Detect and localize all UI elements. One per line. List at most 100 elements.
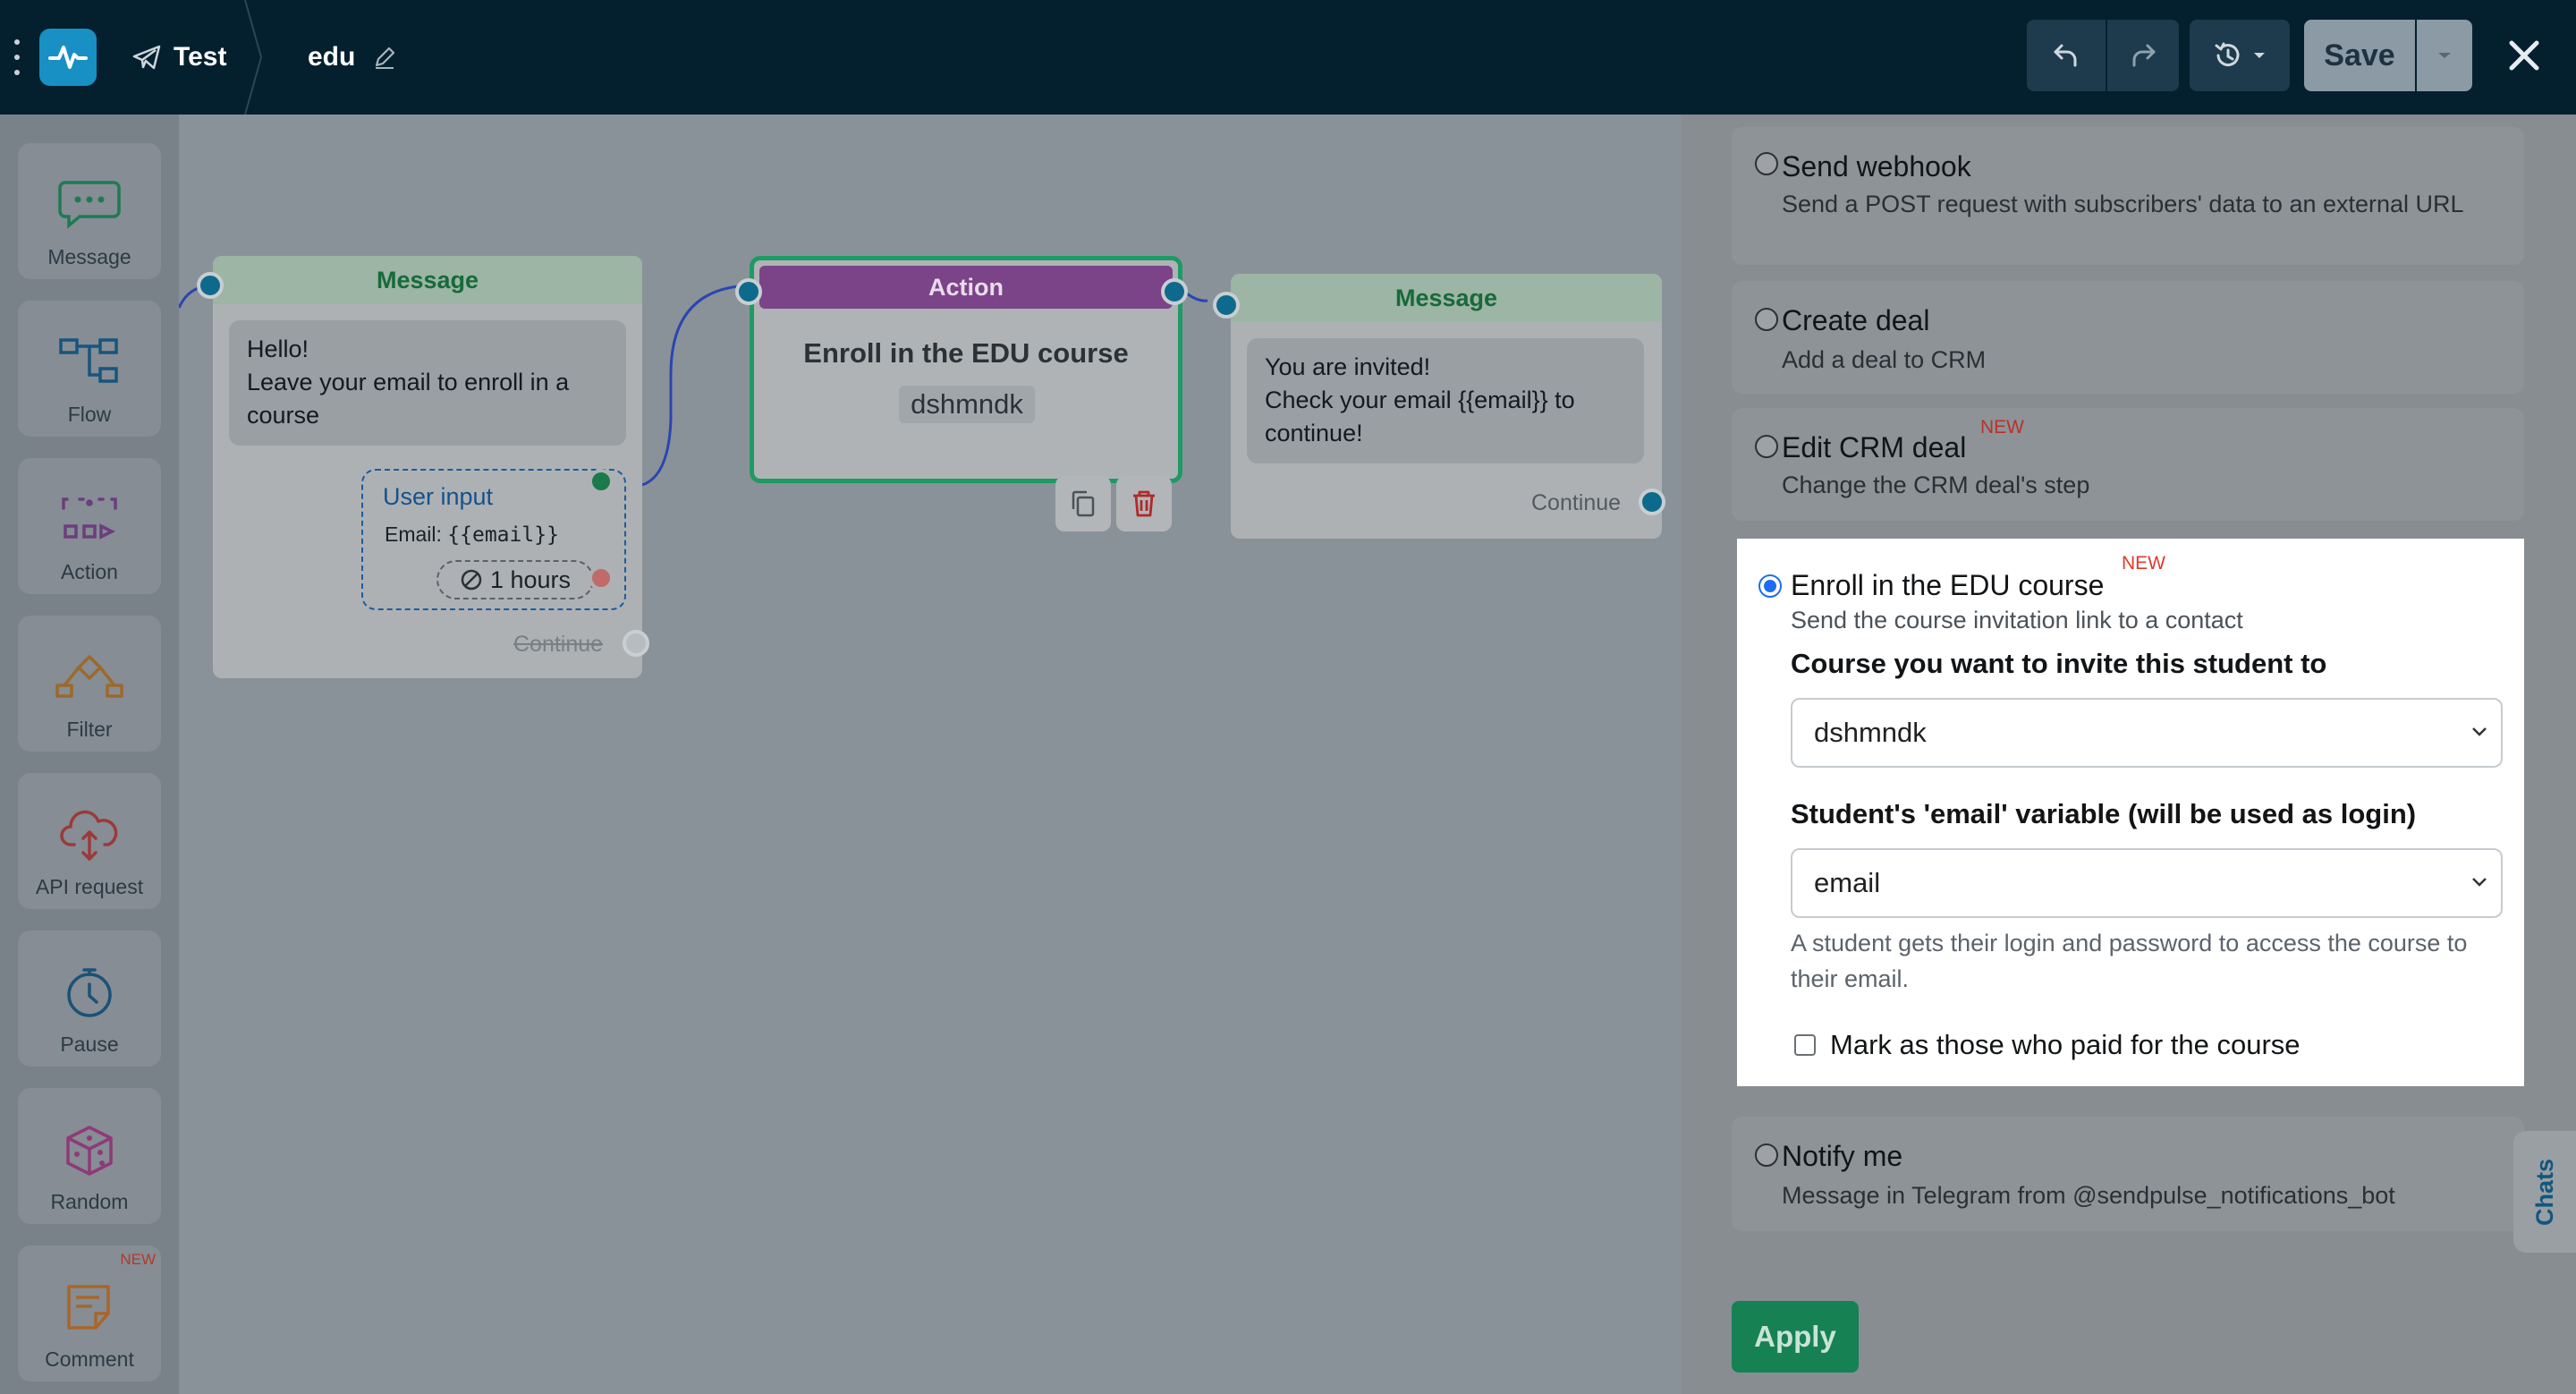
undo-button[interactable]	[2027, 20, 2106, 91]
course-field-label: Course you want to invite this student t…	[1791, 648, 2327, 679]
tool-label: Comment	[45, 1347, 134, 1371]
user-input-label: Email:	[385, 523, 442, 546]
trash-icon	[1133, 490, 1155, 517]
edit-pencil-icon[interactable]	[373, 46, 396, 69]
tool-api-request[interactable]: API request	[18, 773, 161, 909]
message-node-2[interactable]: Message You are invited! Check your emai…	[1213, 274, 1665, 539]
tool-random[interactable]: Random	[18, 1088, 161, 1224]
course-select[interactable]: dshmndk	[1791, 698, 2503, 768]
option-radio[interactable]	[1755, 435, 1778, 458]
chevron-down-icon	[2254, 53, 2265, 58]
option-create-deal[interactable]: Create deal Add a deal to CRM	[1732, 281, 2524, 394]
chevron-down-icon	[2472, 727, 2487, 736]
option-title: Create deal	[1782, 304, 1930, 336]
tool-label: Filter	[66, 718, 113, 741]
no-entry-icon	[461, 569, 482, 591]
node-header: Message	[1231, 274, 1662, 322]
top-bar: Test edu Save	[0, 0, 2576, 115]
option-title: Enroll in the EDU course	[1791, 569, 2105, 601]
action-settings-panel: Send webhook Send a POST request with su…	[1682, 115, 2576, 1394]
action-title: Enroll in the EDU course	[803, 337, 1129, 369]
message-line: Hello!	[247, 336, 309, 362]
option-radio[interactable]	[1755, 152, 1778, 175]
pause-icon	[67, 968, 112, 1017]
tool-action[interactable]: Action	[18, 458, 161, 594]
chevron-down-icon	[2438, 53, 2451, 58]
option-enroll-edu-course[interactable]: Enroll in the EDU course NEW Send the co…	[1737, 539, 2524, 1086]
timeout-output-port[interactable]	[589, 565, 614, 591]
node-input-port[interactable]	[1213, 292, 1240, 319]
option-radio[interactable]	[1755, 1143, 1778, 1167]
node-input-port[interactable]	[197, 272, 224, 299]
option-edit-crm-deal[interactable]: Edit CRM deal NEW Change the CRM deal's …	[1732, 408, 2524, 521]
close-button[interactable]	[2497, 25, 2551, 86]
email-variable-select[interactable]: email	[1791, 848, 2503, 918]
user-input-block[interactable]: User input Email: {{email}} 1 hours	[361, 469, 626, 610]
option-description: Send a POST request with subscribers' da…	[1782, 191, 2464, 217]
message-line: You are invited!	[1265, 353, 1431, 380]
redo-button[interactable]	[2107, 20, 2179, 91]
node-header: Action	[759, 266, 1173, 309]
timeout-badge[interactable]: 1 hours	[436, 560, 594, 599]
option-title: Edit CRM deal	[1782, 431, 1967, 463]
comment-icon	[67, 1285, 110, 1330]
tool-sidebar: Message Flow Action F	[0, 115, 179, 1394]
breadcrumb-bot[interactable]: Test	[132, 36, 226, 79]
new-badge: NEW	[1980, 417, 2024, 438]
chevron-down-icon	[2472, 878, 2487, 887]
message-line: Check your email {{email}} to	[1265, 387, 1575, 413]
option-radio-selected[interactable]	[1758, 574, 1782, 598]
tool-filter[interactable]: Filter	[18, 616, 161, 752]
node-output-port[interactable]	[1161, 278, 1188, 305]
message-line: continue!	[1265, 420, 1363, 446]
tool-label: Message	[47, 245, 131, 268]
option-notify-me[interactable]: Notify me Message in Telegram from @send…	[1732, 1117, 2524, 1231]
copy-icon	[1072, 490, 1095, 517]
pulse-icon	[48, 46, 88, 69]
user-input-output-port[interactable]	[589, 469, 614, 494]
message-node-1[interactable]: Message Hello! Leave your email to enrol…	[197, 256, 649, 678]
tool-message[interactable]: Message	[18, 143, 161, 279]
action-course-tag: dshmndk	[899, 386, 1035, 423]
message-bubble[interactable]: Hello! Leave your email to enroll in a c…	[229, 320, 626, 446]
continue-output-port[interactable]	[623, 630, 649, 657]
paid-checkbox-label[interactable]: Mark as those who paid for the course	[1830, 1029, 2301, 1060]
message-line: course	[247, 402, 320, 429]
email-hint: A student gets their login and password …	[1791, 930, 2468, 992]
continue-output-port[interactable]	[1639, 489, 1665, 515]
tool-flow[interactable]: Flow	[18, 301, 161, 437]
message-icon	[58, 181, 121, 229]
save-button[interactable]: Save	[2304, 20, 2415, 91]
chats-tab[interactable]: Chats	[2513, 1131, 2576, 1253]
tool-label: Flow	[67, 403, 112, 426]
delete-node-button[interactable]	[1116, 476, 1172, 531]
email-variable-value: email	[1814, 867, 1881, 898]
flow-canvas[interactable]: Message Hello! Leave your email to enrol…	[179, 115, 1682, 1394]
message-bubble[interactable]: You are invited! Check your email {{emai…	[1247, 338, 1644, 463]
more-menu-icon[interactable]	[13, 39, 21, 75]
tool-label: Action	[61, 560, 118, 583]
option-description: Add a deal to CRM	[1782, 346, 1987, 373]
history-button[interactable]	[2190, 20, 2290, 91]
node-input-port[interactable]	[735, 278, 762, 305]
filter-icon	[55, 655, 123, 698]
tool-label: Random	[50, 1190, 129, 1213]
save-options-button[interactable]	[2417, 20, 2472, 91]
apply-button[interactable]: Apply	[1732, 1301, 1859, 1373]
app-logo[interactable]	[39, 29, 97, 86]
api-request-icon	[60, 810, 118, 861]
option-radio[interactable]	[1755, 308, 1778, 331]
tool-label: API request	[35, 875, 144, 898]
option-send-webhook[interactable]: Send webhook Send a POST request with su…	[1732, 127, 2524, 265]
new-badge: NEW	[2122, 553, 2165, 574]
tool-pause[interactable]: Pause	[18, 931, 161, 1067]
paid-checkbox[interactable]	[1794, 1034, 1816, 1056]
option-title: Notify me	[1782, 1140, 1903, 1172]
close-icon	[2509, 40, 2539, 71]
flow-icon	[59, 338, 118, 383]
random-icon	[66, 1126, 113, 1176]
duplicate-node-button[interactable]	[1055, 476, 1111, 531]
tool-comment[interactable]: NEW Comment	[18, 1245, 161, 1381]
action-node[interactable]: Action Enroll in the EDU course dshmndk	[735, 256, 1188, 483]
breadcrumb-flow[interactable]: edu	[308, 36, 396, 79]
